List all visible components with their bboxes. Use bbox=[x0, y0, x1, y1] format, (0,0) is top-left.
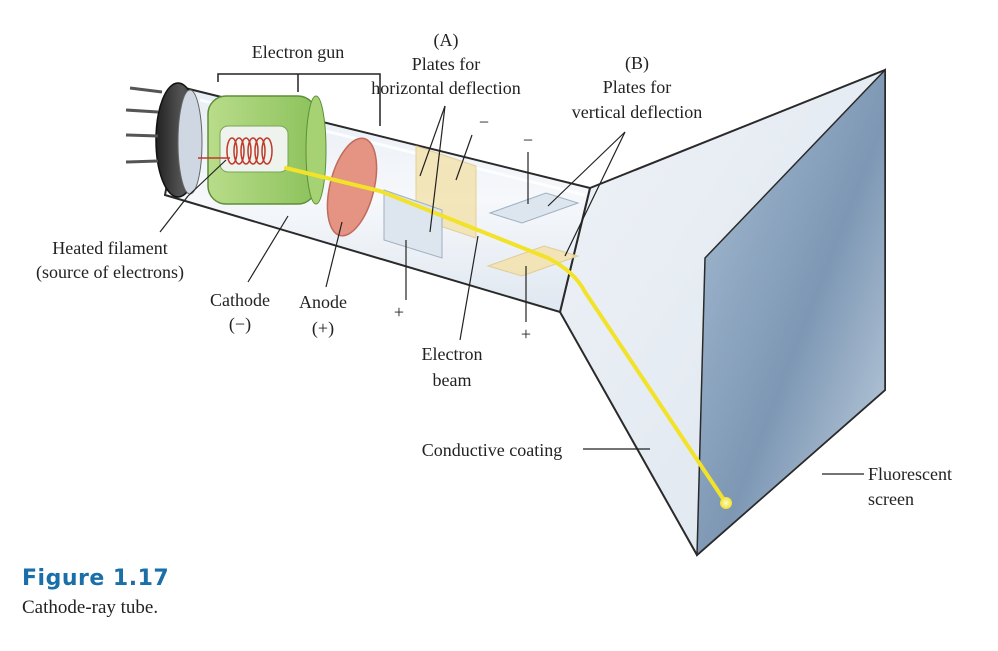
label-plates-a-line1: Plates for bbox=[412, 54, 480, 74]
base-cap-rim bbox=[177, 89, 203, 195]
label-plates-b-marker: (B) bbox=[625, 53, 649, 74]
figure-caption: Cathode-ray tube. bbox=[22, 597, 159, 618]
label-filament-line1: Heated filament bbox=[52, 238, 167, 258]
label-plates-b-line1: Plates for bbox=[603, 77, 671, 97]
label-filament-line2: (source of electrons) bbox=[36, 262, 184, 283]
label-plates-a-marker: (A) bbox=[434, 30, 459, 51]
electron-gun-grid bbox=[207, 95, 327, 205]
label-cathode-sign: (−) bbox=[229, 314, 251, 335]
label-anode-sign: (+) bbox=[312, 318, 334, 339]
horizontal-deflection-plates bbox=[383, 145, 477, 259]
vertical-deflection-plates bbox=[486, 192, 580, 277]
figure-label: Figure 1.17 bbox=[22, 566, 170, 591]
label-plates-a-line2: horizontal deflection bbox=[371, 78, 520, 98]
leader-lines bbox=[159, 105, 864, 475]
label-beam-line2: beam bbox=[433, 370, 472, 390]
label-plus-b: + bbox=[521, 324, 531, 344]
label-screen-line2: screen bbox=[868, 489, 914, 509]
label-plus-a: + bbox=[394, 302, 404, 322]
beam-impact-spot bbox=[720, 497, 732, 509]
electron-beam bbox=[284, 166, 728, 505]
label-anode: Anode bbox=[299, 292, 347, 312]
label-beam-line1: Electron bbox=[422, 344, 483, 364]
base-pins bbox=[125, 86, 163, 164]
electron-gun-bracket bbox=[217, 73, 381, 126]
anode-disc bbox=[326, 137, 378, 237]
heated-filament-coil bbox=[198, 137, 273, 165]
fluorescent-screen bbox=[696, 68, 886, 557]
label-coating: Conductive coating bbox=[422, 440, 562, 460]
label-plates-b-line2: vertical deflection bbox=[572, 102, 702, 122]
label-minus-b: − bbox=[523, 130, 533, 150]
label-minus-a: − bbox=[479, 112, 489, 132]
label-screen-line1: Fluorescent bbox=[868, 464, 952, 484]
label-cathode: Cathode bbox=[210, 290, 270, 310]
label-electron-gun: Electron gun bbox=[252, 42, 344, 62]
